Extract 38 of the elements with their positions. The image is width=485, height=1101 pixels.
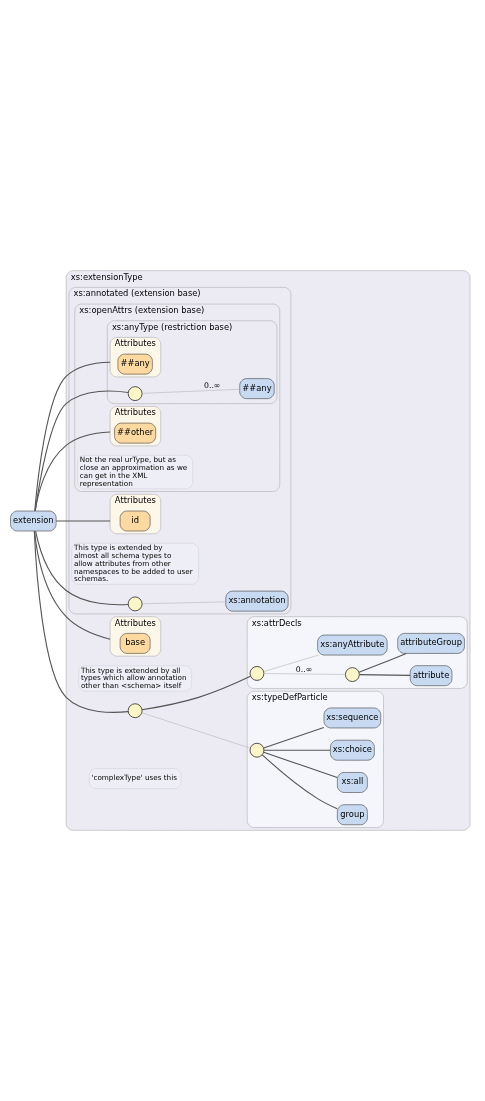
node-box: attributeGroup — [397, 633, 465, 654]
node-circle — [249, 742, 265, 758]
connector — [141, 712, 251, 749]
connector — [55, 520, 111, 522]
connector — [263, 726, 325, 749]
connector — [33, 530, 129, 713]
node-circle — [127, 386, 143, 401]
connector — [263, 749, 331, 751]
connector — [35, 530, 129, 606]
node-box: group — [337, 804, 368, 826]
node-circle — [345, 667, 360, 682]
connector — [34, 390, 129, 512]
node-box: id — [119, 510, 151, 532]
node-box: ##any — [117, 353, 153, 375]
connector — [359, 674, 411, 676]
connector — [34, 361, 111, 512]
node-box: base — [119, 633, 151, 654]
node-box: xs:anyAttribute — [317, 634, 388, 656]
node-box: attribute — [409, 665, 453, 686]
connector — [263, 751, 338, 779]
node-box: xs:all — [337, 772, 368, 793]
connector — [141, 675, 251, 711]
connector — [141, 389, 240, 394]
node-circle — [249, 666, 265, 681]
node-box: xs:annotation — [225, 590, 289, 612]
node-box: ##other — [114, 422, 156, 444]
node-circle — [127, 703, 143, 719]
node-box: xs:sequence — [323, 707, 381, 729]
connector — [34, 431, 111, 512]
connector — [141, 601, 227, 605]
node-box: extension — [10, 510, 57, 532]
connector — [261, 754, 338, 810]
node-box: ##any — [239, 378, 275, 399]
connector — [263, 673, 346, 675]
node-box: xs:choice — [330, 739, 375, 761]
connector — [358, 652, 407, 673]
connector — [263, 654, 319, 672]
node-circle — [127, 596, 143, 612]
